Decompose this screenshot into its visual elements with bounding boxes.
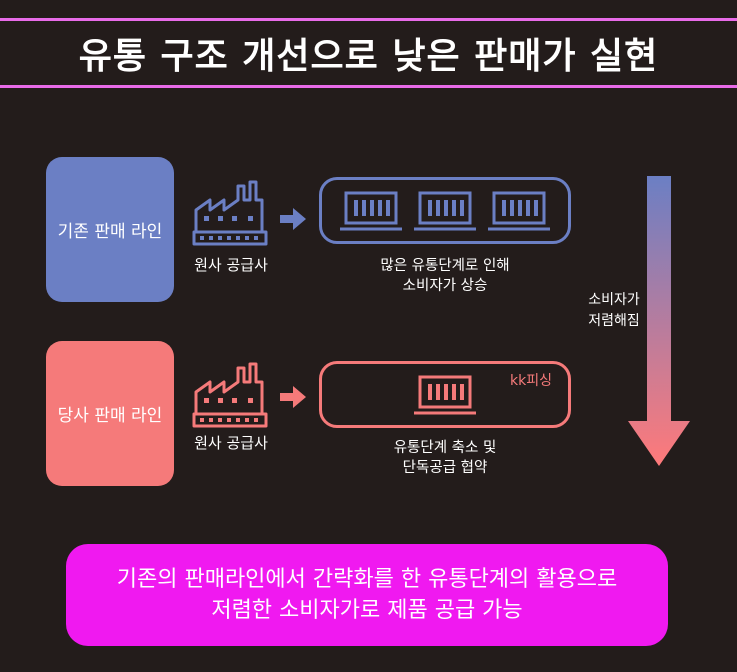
container-icon: [488, 191, 550, 231]
factory-icon: [192, 180, 268, 246]
arrow-right-icon: [280, 208, 306, 230]
price-effect-label: 소비자가 저렴해짐: [574, 290, 654, 332]
container-icon: [414, 375, 476, 415]
supplier-caption: 원사 공급사: [194, 434, 268, 452]
description-line: 소비자가 상승: [402, 278, 488, 294]
page-title: 유통 구조 개선으로 낮은 판매가 실현: [78, 36, 659, 77]
description-line: 많은 유통단계로 인해: [380, 258, 510, 274]
price-effect-line: 소비자가: [588, 292, 640, 308]
direct-chain-box: [319, 361, 571, 428]
summary-banner: 기존의 판매라인에서 간략화를 한 유통단계의 활용으로 저렴한 소비자가로 제…: [66, 544, 668, 646]
arrow-right-icon: [280, 386, 306, 408]
price-effect-line: 저렴해짐: [588, 313, 640, 329]
price-down-arrow-icon: [628, 176, 690, 466]
existing-line-description: 많은 유통단계로 인해 소비자가 상승: [340, 256, 550, 296]
our-line-description: 유통단계 축소 및 단독공급 협약: [340, 438, 550, 478]
summary-line: 기존의 판매라인에서 간략화를 한 유통단계의 활용으로: [116, 567, 618, 592]
supplier-caption: 원사 공급사: [194, 256, 268, 274]
brand-tag: kk피싱: [510, 373, 552, 389]
container-icon: [414, 191, 476, 231]
container-icon: [340, 191, 402, 231]
title-bar: 유통 구조 개선으로 낮은 판매가 실현: [0, 18, 737, 88]
factory-icon: [192, 362, 268, 428]
summary-line: 저렴한 소비자가로 제품 공급 가능: [211, 598, 523, 623]
description-line: 단독공급 협약: [402, 460, 488, 476]
description-line: 유통단계 축소 및: [393, 440, 497, 456]
our-line-label: 당사 판매 라인: [46, 341, 174, 486]
existing-line-label: 기존 판매 라인: [46, 157, 174, 302]
distribution-chain-box: [319, 177, 571, 244]
